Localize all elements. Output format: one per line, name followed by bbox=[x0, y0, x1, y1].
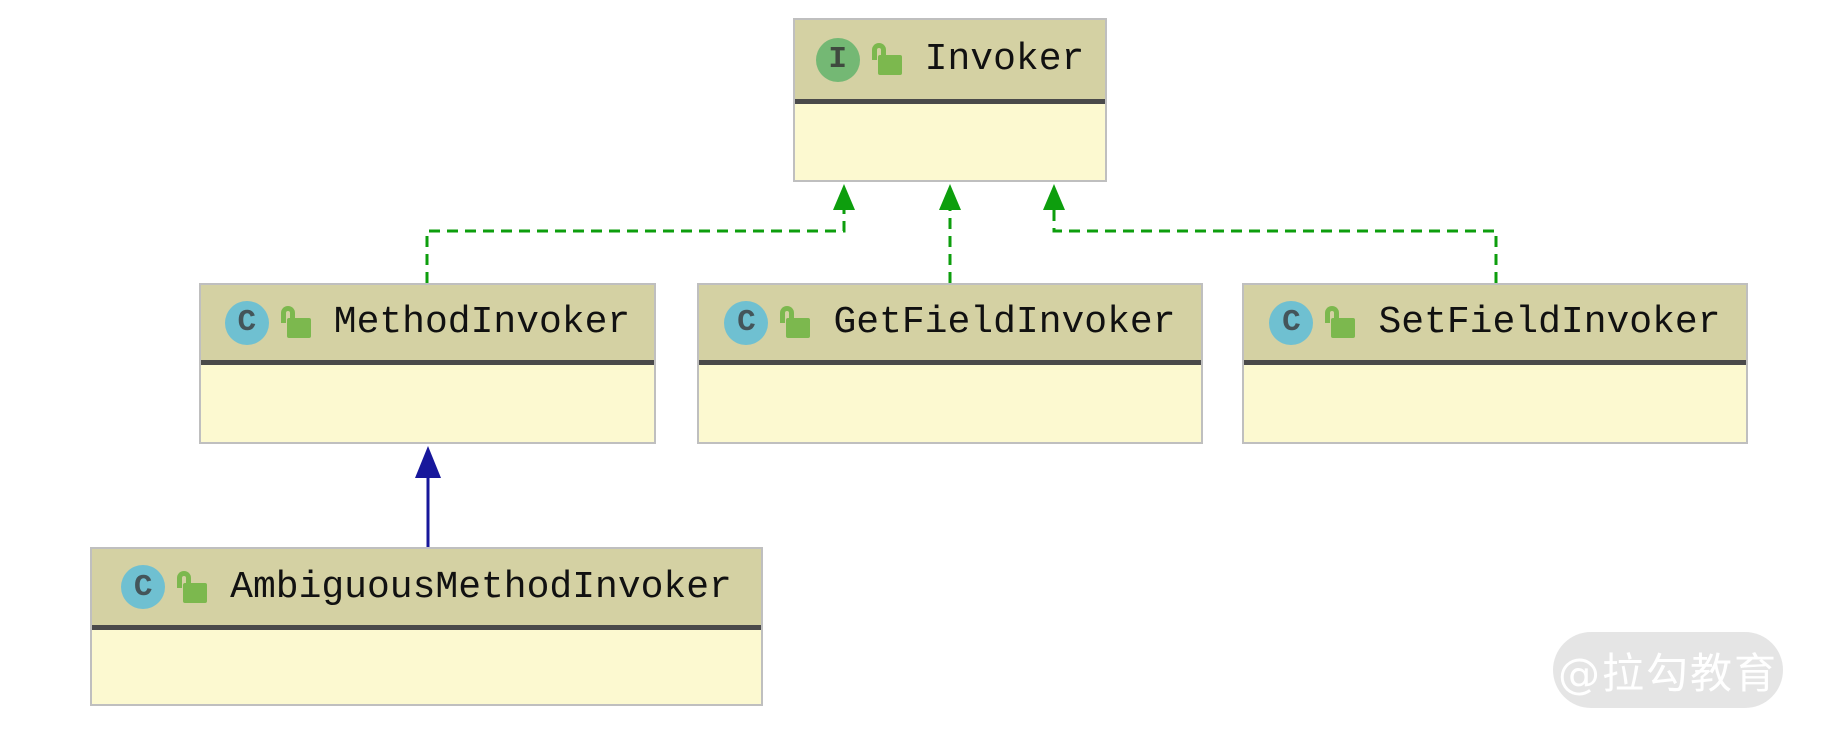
interface-icon: I bbox=[815, 37, 860, 82]
edge-ambiguousmethodinvoker-extends-methodinvoker[interactable] bbox=[415, 446, 441, 547]
node-label: GetFieldInvoker bbox=[833, 301, 1176, 344]
class-icon: C bbox=[224, 300, 269, 345]
node-body bbox=[699, 365, 1201, 442]
node-header: C GetFieldInvoker bbox=[699, 285, 1201, 365]
class-node-invoker[interactable]: I Invoker bbox=[793, 18, 1107, 182]
node-body bbox=[795, 104, 1105, 180]
node-header: I Invoker bbox=[795, 20, 1105, 104]
edge-getfieldinvoker-implements-invoker[interactable] bbox=[939, 184, 961, 283]
class-node-methodinvoker[interactable]: C MethodInvoker bbox=[199, 283, 656, 444]
node-body bbox=[201, 365, 654, 442]
edge-setfieldinvoker-implements-invoker[interactable] bbox=[1043, 184, 1498, 283]
node-label: Invoker bbox=[924, 38, 1085, 81]
node-label: AmbiguousMethodInvoker bbox=[230, 565, 732, 609]
node-header: C MethodInvoker bbox=[201, 285, 654, 365]
open-lock-icon bbox=[871, 43, 903, 76]
class-node-setfieldinvoker[interactable]: C SetFieldInvoker bbox=[1242, 283, 1748, 444]
open-lock-icon bbox=[780, 306, 811, 339]
class-icon: C bbox=[121, 565, 166, 609]
edge-methodinvoker-implements-invoker[interactable] bbox=[425, 184, 855, 283]
open-lock-icon bbox=[177, 570, 208, 604]
node-label: SetFieldInvoker bbox=[1378, 301, 1721, 344]
class-node-ambiguousmethodinvoker[interactable]: C AmbiguousMethodInvoker bbox=[90, 547, 763, 706]
watermark-badge: @拉勾教育 bbox=[1553, 632, 1783, 708]
node-header: C SetFieldInvoker bbox=[1244, 285, 1746, 365]
node-body bbox=[1244, 365, 1746, 442]
node-body bbox=[92, 630, 761, 704]
open-lock-icon bbox=[1325, 306, 1356, 339]
node-header: C AmbiguousMethodInvoker bbox=[92, 549, 761, 630]
class-icon: C bbox=[724, 300, 769, 345]
class-icon: C bbox=[1269, 300, 1314, 345]
class-node-getfieldinvoker[interactable]: C GetFieldInvoker bbox=[697, 283, 1203, 444]
open-lock-icon bbox=[280, 306, 312, 339]
node-label: MethodInvoker bbox=[333, 301, 631, 344]
watermark-text: @拉勾教育 bbox=[1557, 648, 1778, 698]
